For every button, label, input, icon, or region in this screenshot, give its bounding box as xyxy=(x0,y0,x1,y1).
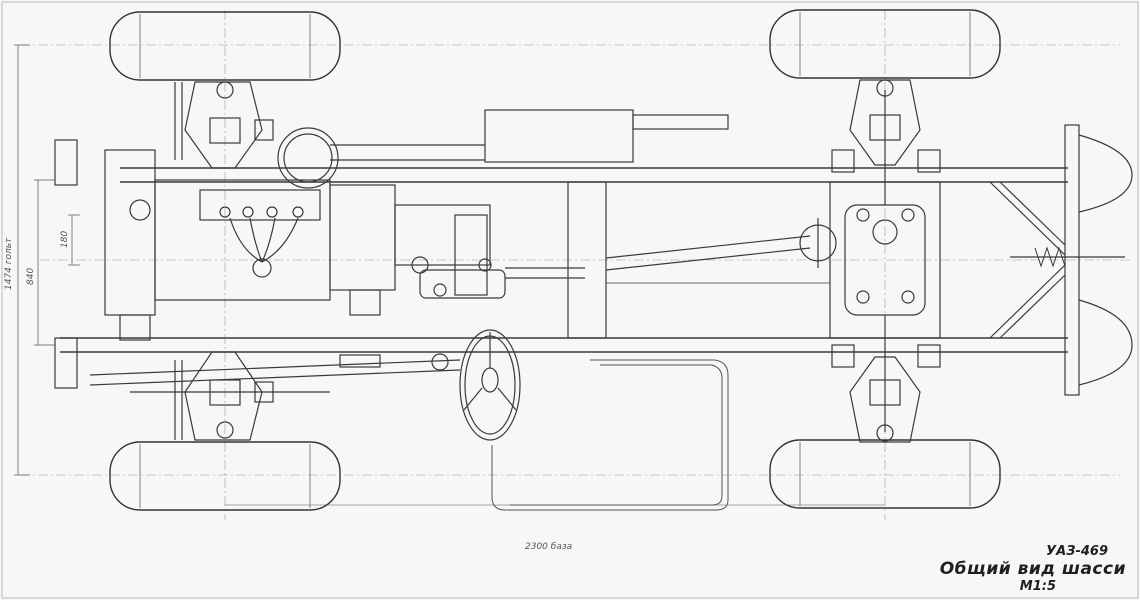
gearbox xyxy=(329,184,506,316)
front-right-wheel xyxy=(109,441,341,511)
steering-linkage xyxy=(89,353,461,393)
propeller-shaft xyxy=(505,218,837,284)
dimension-lines xyxy=(14,44,885,506)
exhaust-muffler xyxy=(330,109,729,163)
engine xyxy=(54,139,331,389)
front-left-wheel xyxy=(109,11,341,81)
rear-right-wheel xyxy=(769,439,1001,509)
drawing-title: Общий вид шасси xyxy=(939,559,1126,579)
dimension-width: 840 xyxy=(26,267,36,285)
steering-wheel xyxy=(459,329,521,441)
title-block: УАЗ-469 Общий вид шасси М1:5 xyxy=(940,544,1126,594)
drawing-model: УАЗ-469 xyxy=(1046,544,1108,559)
rear-suspension xyxy=(831,79,941,443)
body-outline xyxy=(491,359,729,511)
cross-members xyxy=(567,181,1066,339)
front-suspension xyxy=(174,81,274,441)
construction-lines xyxy=(20,10,1130,520)
air-cleaner xyxy=(277,127,339,189)
dimension-wheelbase: 2300 база xyxy=(525,542,573,552)
dimension-offset: 180 xyxy=(60,230,70,248)
rear-axle xyxy=(844,90,926,432)
rear-left-wheel xyxy=(769,9,1001,79)
drawing-scale: М1:5 xyxy=(1019,579,1056,594)
dimension-track: 1474 гольт xyxy=(4,237,14,290)
spare-wheel xyxy=(1010,124,1133,396)
